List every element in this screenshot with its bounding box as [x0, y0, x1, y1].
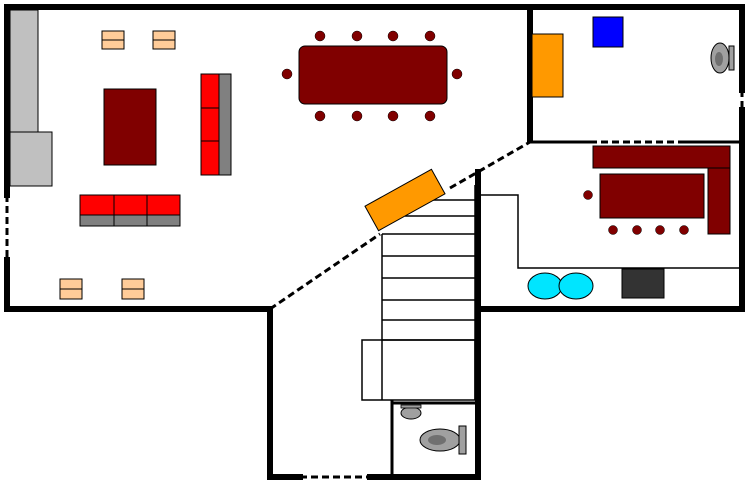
- sofa-back: [79, 214, 181, 227]
- sofa-cushion: [200, 140, 220, 176]
- sink-icon: [400, 404, 422, 420]
- toilet-icon: [419, 425, 467, 455]
- dining-chair: [387, 110, 399, 122]
- dining-table: [298, 45, 448, 105]
- dining-chairs: [281, 30, 463, 122]
- dining-chair: [314, 30, 326, 42]
- orange-bench: [364, 168, 446, 232]
- desk-side: [707, 167, 731, 235]
- sofa-cushion: [200, 73, 220, 109]
- dining-chair: [314, 110, 326, 122]
- corner-room: [531, 16, 735, 98]
- sofa-horizontal: [79, 194, 181, 227]
- sofa-cushion: [146, 194, 181, 216]
- meeting-chair: [583, 190, 593, 200]
- blue-box: [592, 16, 624, 48]
- office-partition: [478, 194, 742, 269]
- meeting-chair: [655, 225, 665, 235]
- sofa-cushion: [113, 194, 148, 216]
- bench: [364, 168, 446, 232]
- counter-corner: [9, 131, 53, 187]
- meeting-chairs: [583, 190, 689, 235]
- sofa-back: [218, 73, 232, 176]
- coffee-table: [103, 88, 157, 166]
- meeting-chair: [679, 225, 689, 235]
- dining-chair: [351, 30, 363, 42]
- diagonal-wall-upper: [449, 140, 531, 190]
- meeting-chair: [632, 225, 642, 235]
- dining-chair: [451, 68, 463, 80]
- diagonal-wall-lower: [269, 232, 381, 311]
- office-room: [478, 145, 742, 300]
- living-room: [9, 9, 463, 300]
- sofa-cushion: [79, 194, 115, 216]
- dining-chair: [281, 68, 293, 80]
- stairs: [361, 185, 476, 401]
- walls: [4, 4, 745, 480]
- cyan-stool: [527, 272, 563, 300]
- dining-chair: [424, 30, 436, 42]
- dark-cabinet: [621, 268, 665, 299]
- counter: [9, 9, 39, 133]
- thin-walls: [390, 140, 742, 477]
- dining-chair: [424, 110, 436, 122]
- dining-chair: [351, 110, 363, 122]
- meeting-chair: [608, 225, 618, 235]
- dining-chair: [387, 30, 399, 42]
- desk-top: [592, 145, 731, 169]
- stair-landing: [361, 339, 476, 401]
- orange-cabinet: [531, 33, 564, 98]
- cyan-stool: [558, 272, 594, 300]
- meeting-table: [599, 173, 705, 219]
- openings: [5, 90, 744, 479]
- small-bath: [400, 404, 467, 455]
- toilet-icon: [710, 42, 735, 74]
- sofa-vertical: [200, 73, 232, 176]
- sofa-cushion: [200, 107, 220, 142]
